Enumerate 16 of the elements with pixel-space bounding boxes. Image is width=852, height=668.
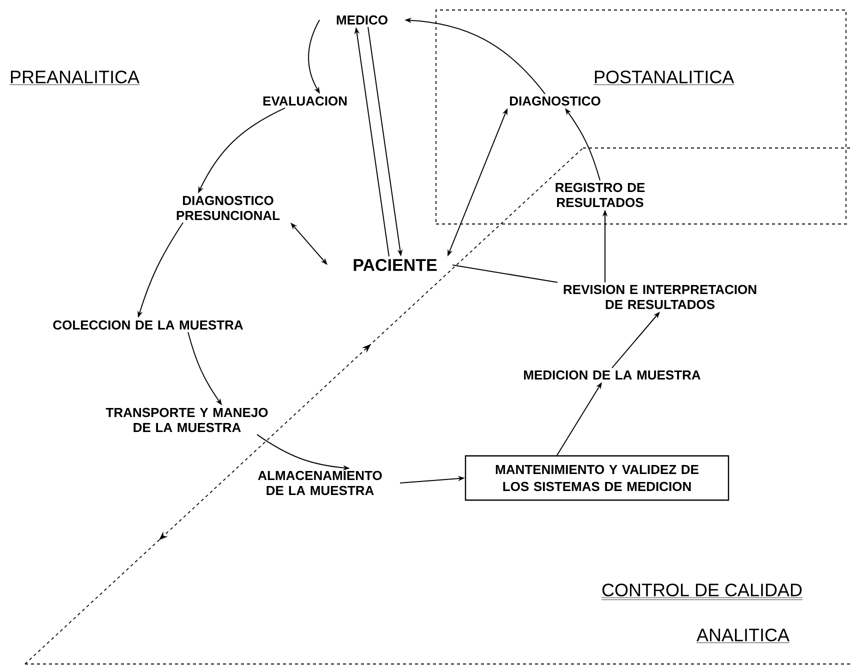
section-heading: PREANALITICA <box>9 70 140 85</box>
step-label: MEDICO <box>336 15 388 25</box>
step-label: COLECCION DE LA MUESTRA <box>53 320 243 330</box>
process-box: MANTENIMIENTO Y VALIDEZ DE LOS SISTEMAS DE MEDICION <box>464 455 730 501</box>
step-label: MEDICION DE LA MUESTRA <box>524 370 700 380</box>
step-label: TRANSPORTE Y MANEJO DE LA MUESTRA <box>106 408 268 432</box>
step-label: REGISTRO DE RESULTADOS <box>556 182 645 208</box>
step-label: DIAGNOSTICO <box>510 96 600 106</box>
section-heading: POSTANALITICA <box>593 70 734 85</box>
step-label: ALMACENAMIENTO DE LA MUESTRA <box>258 470 382 496</box>
step-label: EVALUACION <box>263 96 347 106</box>
step-label: DIAGNOSTICO PRESUNCIONAL <box>176 196 280 220</box>
section-heading: CONTROL DE CALIDAD <box>601 584 803 600</box>
step-label: REVISION E INTERPRETACION DE RESULTADOS <box>564 284 756 310</box>
step-label: PACIENTE <box>354 258 437 272</box>
section-heading: ANALITICA <box>696 628 790 643</box>
